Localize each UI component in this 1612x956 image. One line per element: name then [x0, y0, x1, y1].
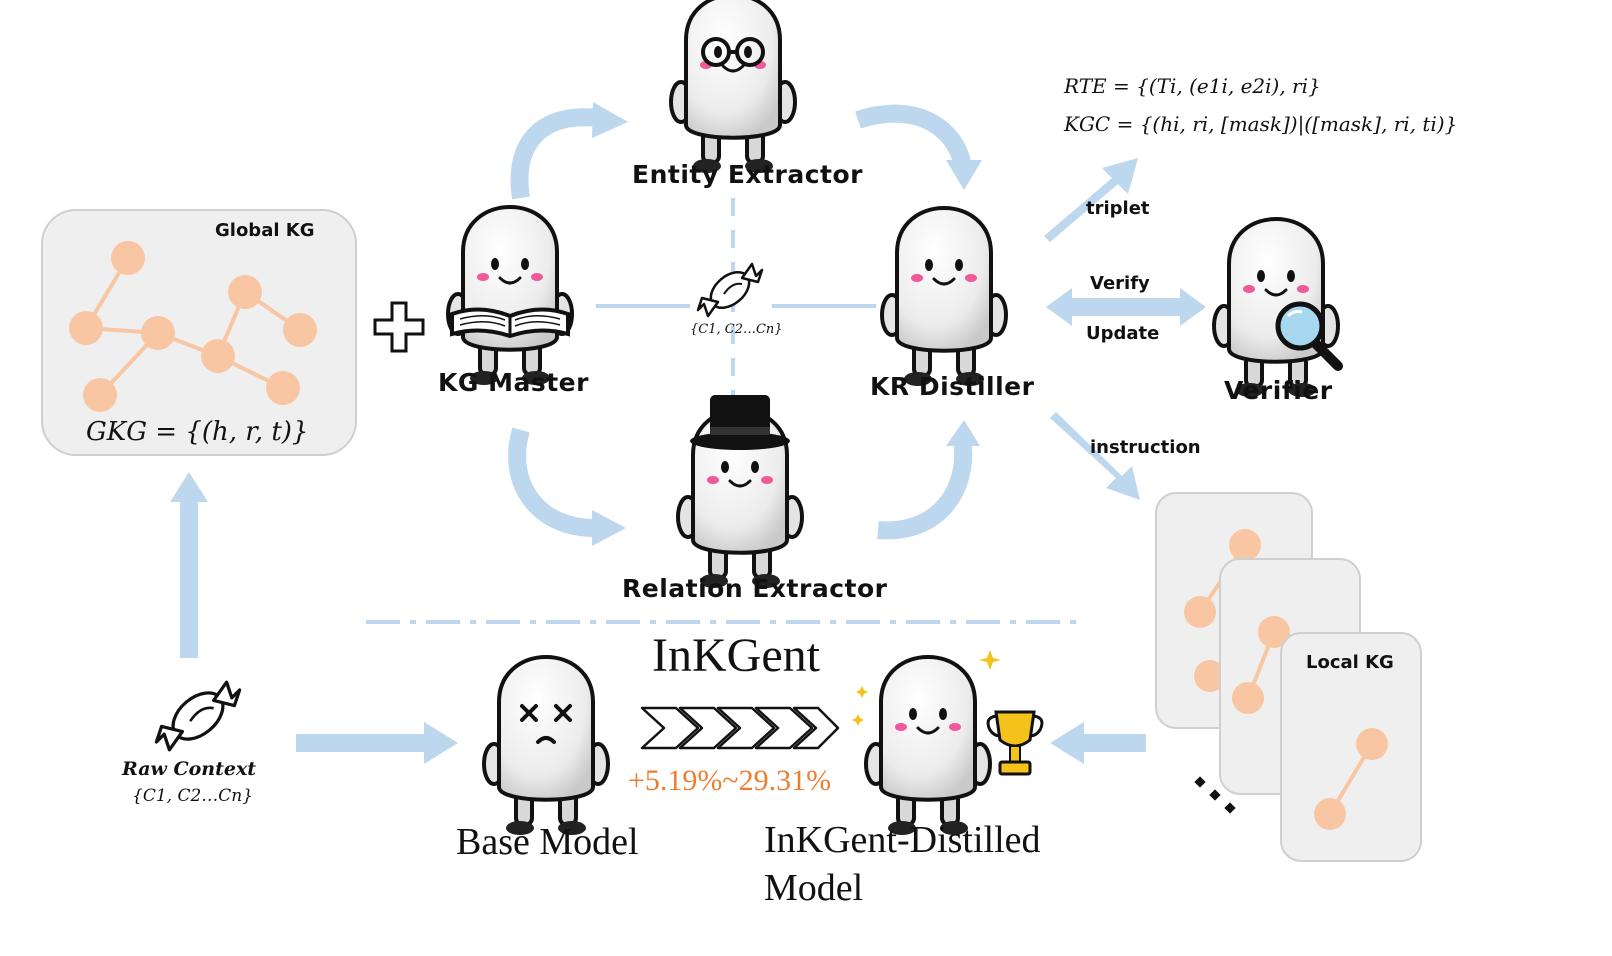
- arrow-local-to-distilled: [1050, 722, 1146, 764]
- dizzy-face-icon: [520, 704, 572, 744]
- kgc-formula: KGC = {(hi, ri, [mask])|([mask], ri, ti)…: [1064, 112, 1458, 136]
- arrow-context-to-base: [296, 722, 458, 764]
- base-model-label: Base Model: [456, 821, 639, 863]
- base-model-agent: [482, 655, 610, 837]
- verify-label: Verify: [1090, 273, 1150, 294]
- improvement-value: +5.19%~29.31%: [628, 764, 832, 797]
- chevron-arrows-icon: [640, 706, 840, 750]
- kr-distiller-agent: [880, 206, 1008, 388]
- global-kg-graph: [69, 241, 317, 412]
- kr-distiller-label: KR Distiller: [870, 372, 1035, 401]
- plus-icon: [373, 301, 425, 353]
- instruction-arrow: [1050, 412, 1140, 500]
- rte-formula: RTE = {(Ti, (e1i, e2i), ri}: [1064, 74, 1321, 98]
- sparkle-icons: [852, 650, 1001, 726]
- ellipsis-icon: [1194, 776, 1236, 814]
- cycle-arrows: [508, 104, 973, 540]
- relation-extractor-agent: [676, 395, 804, 590]
- triplet-label: triplet: [1086, 198, 1150, 219]
- entity-extractor-agent: [669, 0, 797, 175]
- distilled-model-label-line1: InKGent-Distilled: [764, 819, 1041, 861]
- candy-icon: [696, 262, 764, 318]
- verifier-label: Verifier: [1224, 376, 1333, 405]
- entity-extractor-label: Entity Extractor: [632, 160, 863, 189]
- distilled-model-label-line2: Model: [764, 867, 864, 909]
- verifier-agent: [1212, 217, 1343, 399]
- book-icon: [450, 307, 570, 339]
- kg-master-label: KG Master: [438, 368, 589, 397]
- triplet-arrow: [1044, 158, 1138, 242]
- framework-title: InKGent: [652, 629, 820, 682]
- instruction-label: instruction: [1090, 437, 1201, 458]
- local-kg-stack: [1155, 492, 1422, 862]
- global-kg-title: Global KG: [215, 220, 315, 241]
- local-kg-title: Local KG: [1306, 652, 1394, 673]
- cycle-arrowheads: [592, 102, 982, 546]
- arrow-up-to-global-kg: [170, 472, 208, 658]
- magnifier-icon: [1275, 301, 1343, 371]
- raw-context-candy-icon: [154, 680, 242, 752]
- center-chunks-label: {C1, C2…Cn}: [690, 322, 783, 337]
- trophy-icon: [986, 710, 1044, 776]
- verify-update-arrow: [1046, 288, 1206, 326]
- distilled-model-agent: [864, 655, 992, 837]
- kg-master-agent: [446, 205, 574, 387]
- global-kg-panel: [41, 209, 357, 456]
- relation-extractor-label: Relation Extractor: [622, 574, 888, 603]
- raw-context-chunks: {C1, C2…Cn}: [132, 786, 254, 806]
- update-label: Update: [1086, 323, 1160, 344]
- glasses-icon: [701, 37, 765, 67]
- raw-context-label: Raw Context: [122, 758, 257, 780]
- global-kg-formula: GKG = {(h, r, t)}: [86, 417, 309, 447]
- top-hat-icon: [690, 395, 790, 450]
